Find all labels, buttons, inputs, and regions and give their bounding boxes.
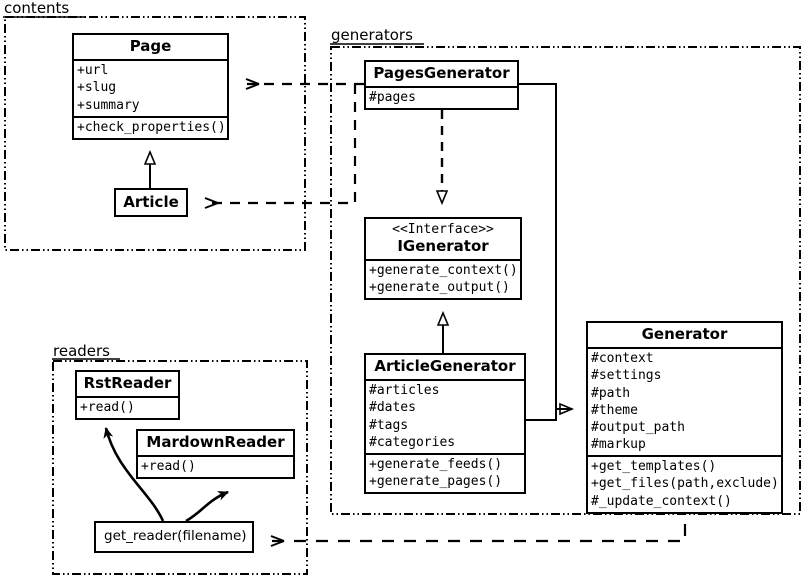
method-item: +generate_output()	[369, 280, 510, 295]
class-stereotype-igenerator: <<Interface>>	[392, 222, 494, 237]
attribute-item: +url	[77, 63, 109, 79]
attribute-item: #tags	[369, 417, 409, 433]
method-item: +generate_pages()	[369, 474, 503, 490]
class-name-igenerator: <<Interface>> IGenerator	[366, 219, 520, 259]
method-item: +get_files(path,exclude)	[591, 476, 779, 492]
class-name-article-generator: ArticleGenerator	[374, 357, 516, 375]
class-box-mardown-reader[interactable]: MardownReader +read()	[136, 429, 295, 480]
class-methods-generator: +get_templates() +get_files(path,exclude…	[588, 457, 781, 511]
class-name-rst-reader: RstReader	[83, 374, 172, 392]
attribute-item: #markup	[591, 437, 646, 453]
class-name-generator: Generator	[641, 325, 728, 343]
class-name-page: Page	[129, 37, 172, 55]
attribute-item: #dates	[369, 400, 416, 416]
class-attributes-pages-generator: #pages	[366, 88, 517, 108]
package-label-readers: readers	[53, 342, 110, 360]
class-box-article[interactable]: Article	[114, 188, 188, 218]
method-item: +read()	[80, 400, 135, 416]
method-item: +generate_feeds()	[369, 456, 503, 472]
class-box-igenerator[interactable]: <<Interface>> IGenerator +generate_conte…	[364, 217, 522, 301]
attribute-item: +summary	[77, 97, 140, 113]
function-box-get-reader[interactable]: get_reader(filename)	[94, 521, 254, 553]
class-title-igenerator: IGenerator	[397, 236, 489, 255]
class-methods-page: +check_properties()	[74, 118, 227, 138]
class-name-mardown-reader: MardownReader	[146, 433, 285, 451]
class-name-pages-generator: PagesGenerator	[373, 64, 510, 82]
attribute-item: +slug	[77, 80, 117, 96]
class-methods-rst-reader: +read()	[77, 398, 178, 418]
class-attributes-generator: #context #settings #path #theme #output_…	[588, 349, 781, 455]
method-item: +get_templates()	[591, 459, 717, 475]
class-box-generator[interactable]: Generator #context #settings #path #them…	[586, 321, 783, 514]
class-methods-mardown-reader: +read()	[138, 457, 293, 477]
method-item: +generate_context()	[369, 262, 518, 278]
class-box-article-generator[interactable]: ArticleGenerator #articles #dates #tags …	[364, 353, 526, 495]
attribute-item: #path	[591, 385, 631, 401]
class-attributes-article-generator: #articles #dates #tags #categories	[366, 381, 524, 453]
method-item: #_update_context()	[591, 493, 732, 509]
attribute-item: #articles	[369, 383, 440, 399]
method-item: +read()	[141, 459, 196, 475]
attribute-item: #context	[591, 351, 654, 367]
attribute-item: #categories	[369, 434, 456, 450]
relation-articlegenerator-to-generator	[526, 408, 572, 421]
function-name-get-reader: get_reader(filename)	[104, 528, 247, 544]
attribute-item: #settings	[591, 368, 662, 384]
class-name-article: Article	[123, 193, 179, 211]
attribute-item: #theme	[591, 402, 638, 418]
package-label-generators: generators	[331, 26, 413, 44]
class-attributes-page: +url +slug +summary	[74, 61, 227, 115]
relation-get-reader-to-mardownreader	[185, 490, 229, 523]
class-box-rst-reader[interactable]: RstReader +read()	[75, 370, 180, 421]
relation-pagesgenerator-to-generator	[519, 83, 572, 409]
attribute-item: #output_path	[591, 419, 685, 435]
class-methods-article-generator: +generate_feeds() +generate_pages()	[366, 455, 524, 492]
class-methods-igenerator: +generate_context() +generate_output()	[366, 261, 520, 298]
class-box-page[interactable]: Page +url +slug +summary +check_properti…	[72, 33, 229, 140]
attribute-item: #pages	[369, 90, 416, 106]
package-label-contents: contents	[4, 0, 70, 17]
class-box-pages-generator[interactable]: PagesGenerator #pages	[364, 60, 519, 111]
method-item: +check_properties()	[77, 119, 226, 135]
